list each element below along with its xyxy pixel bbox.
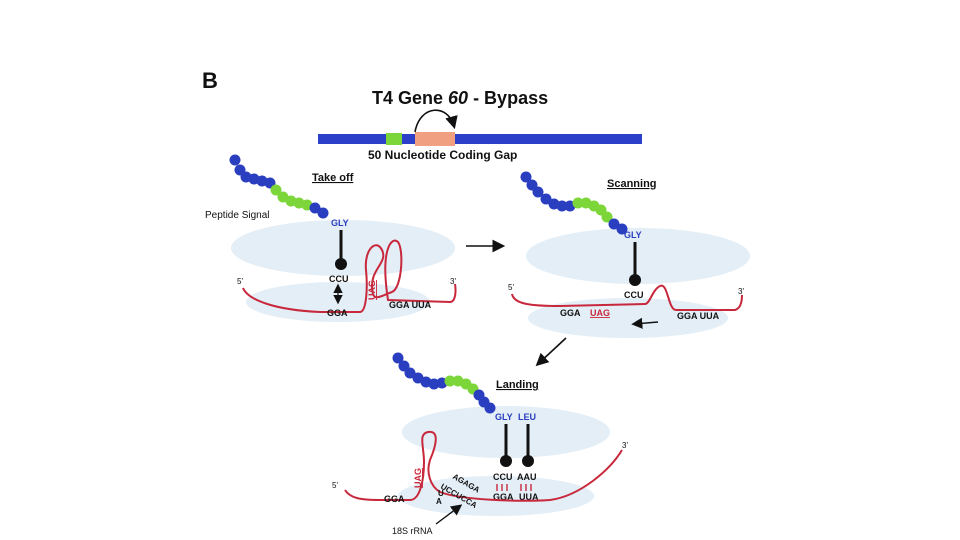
blue-bead: [608, 218, 620, 230]
anticodon-label: CCU: [624, 290, 644, 300]
five-prime-label: 5': [332, 481, 338, 490]
blue-bead: [428, 378, 440, 390]
peptide-signal-label: Peptide Signal: [205, 210, 270, 221]
blue-bead: [520, 171, 532, 183]
stop-codon-label: UAG: [590, 308, 610, 318]
ribosome-small-subunit: [528, 298, 728, 338]
green-bead: [444, 375, 456, 387]
base-pairs: [496, 484, 532, 491]
codon-label-2: UUA: [519, 492, 539, 502]
anticodon-label-2: AAU: [517, 472, 537, 482]
blue-bead: [317, 207, 329, 219]
blue-bead: [392, 352, 404, 364]
blue-bead: [540, 193, 552, 205]
green-bead: [572, 197, 584, 209]
peptide-chain: [392, 352, 496, 414]
panel-letter: B: [202, 68, 218, 93]
landing-panel: Landing GLY LEU CCU AAU GGA UUA 5' 3' GG…: [332, 352, 628, 536]
mrna-strand: [511, 284, 743, 311]
mrna-strand: [344, 430, 623, 502]
codon-label-1: GGA: [493, 492, 514, 502]
trna-head-1: [500, 455, 512, 467]
ribosome-large-subunit: [526, 228, 750, 284]
gene-bar: 50 Nucleotide Coding Gap: [318, 109, 642, 162]
anticodon-label: CCU: [329, 274, 349, 284]
three-prime-label: 3': [738, 287, 744, 296]
take-off-title: Take off: [312, 172, 354, 184]
blue-bead: [404, 367, 416, 379]
blue-bead: [309, 202, 321, 214]
gene-bar-green-segment: [386, 133, 402, 145]
stop-codon-label: UAG: [367, 280, 377, 300]
stop-codon-label: UAG: [413, 468, 423, 488]
peptide-chain: [520, 171, 628, 235]
downstream-codons: GGA UUA: [389, 300, 432, 310]
arrow-to-landing: [535, 337, 567, 367]
codon-label: GGA: [560, 308, 581, 318]
anticodon-label-1: CCU: [493, 472, 513, 482]
scanning-title: Scanning: [607, 178, 657, 190]
gly-label: GLY: [624, 230, 642, 240]
trna-head: [335, 258, 347, 270]
mrna-strand: [242, 239, 457, 313]
rrna-pointer-arrow: [435, 504, 463, 525]
blue-bead: [484, 402, 496, 414]
landing-title: Landing: [496, 379, 539, 391]
five-prime-label: 5': [237, 277, 243, 286]
blue-bead: [556, 200, 568, 212]
ribosome-small-subunit: [398, 476, 594, 516]
downstream-codons: GGA UUA: [677, 311, 720, 321]
blue-bead: [616, 223, 628, 235]
peptide-chain: [229, 154, 329, 219]
three-prime-label: 3': [622, 441, 628, 450]
codon-label: GGA: [327, 308, 348, 318]
take-off-panel: Take off Peptide Signal GLY CCU 5' 3' GG…: [205, 154, 457, 322]
green-bead: [601, 211, 613, 223]
three-prime-label: 3': [450, 277, 456, 286]
gly-label: GLY: [495, 412, 513, 422]
rrna-seq-4: A: [436, 497, 442, 506]
five-prime-label: 5': [508, 283, 514, 292]
trna-head: [629, 274, 641, 286]
blue-bead: [532, 186, 544, 198]
gene-bar-caption: 50 Nucleotide Coding Gap: [368, 148, 517, 162]
rrna-label: 18S rRNA: [392, 526, 433, 536]
coding-gap-segment: [415, 132, 455, 146]
trna-head-2: [522, 455, 534, 467]
gly-label: GLY: [331, 218, 349, 228]
ribosome-large-subunit: [231, 220, 455, 276]
gene-bar-blue: [318, 134, 642, 144]
rrna-seq-3: U: [438, 489, 444, 498]
bypass-arrow: [414, 109, 458, 133]
green-bead: [270, 184, 282, 196]
scanning-panel: Scanning GLY CCU 5' 3' GGA UAG GGA UUA: [508, 171, 750, 338]
leu-label: LEU: [518, 412, 536, 422]
blue-bead: [229, 154, 241, 166]
diagram-title: T4 Gene 60 - Bypass: [372, 88, 548, 108]
scan-direction-arrow: [631, 317, 659, 329]
upstream-codon: GGA: [384, 494, 405, 504]
